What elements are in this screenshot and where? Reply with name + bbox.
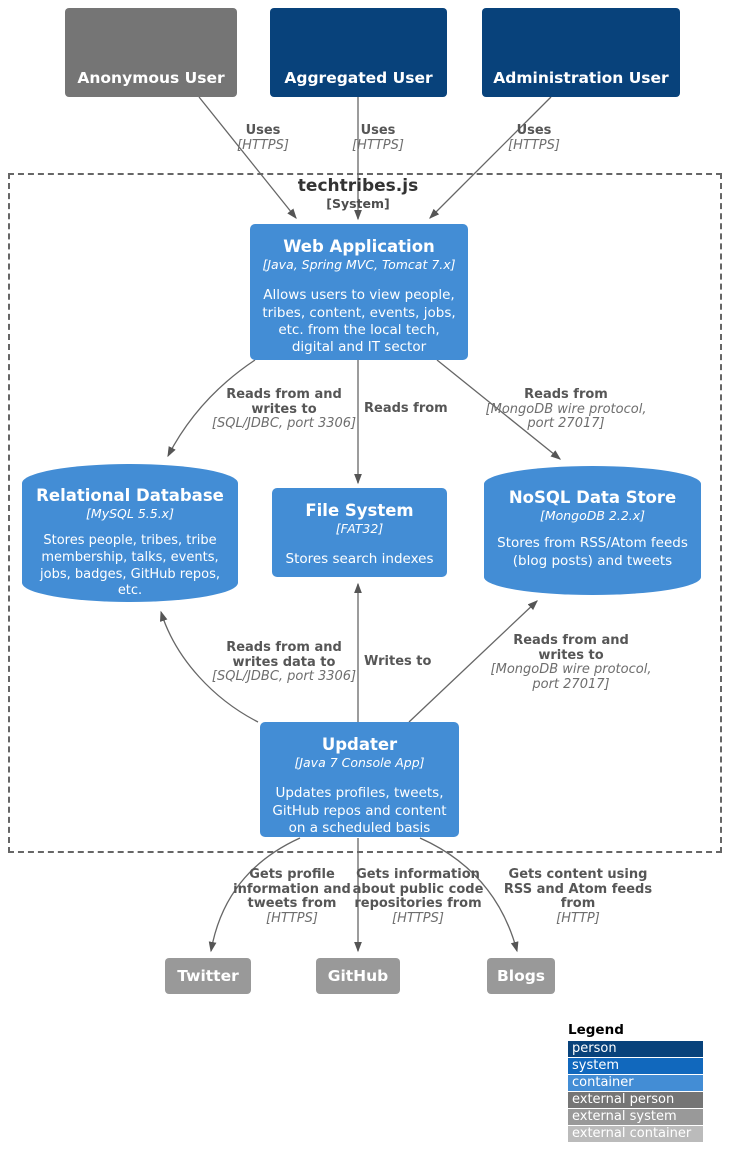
- legend-item-external-person: external person: [568, 1092, 703, 1108]
- container-tech: [Java 7 Console App]: [294, 754, 425, 770]
- container-title: Relational Database: [36, 486, 224, 505]
- person-aggregated-user: Aggregated User: [270, 8, 447, 97]
- external-system-label: Twitter: [177, 967, 239, 985]
- container-tech: [Java, Spring MVC, Tomcat 7.x]: [262, 256, 456, 272]
- person-label: Aggregated User: [284, 69, 433, 87]
- system-type: [System]: [326, 196, 390, 211]
- relationship-label-webapp-filesystem: Reads from: [364, 401, 448, 416]
- container-tech: [FAT32]: [335, 520, 384, 536]
- legend-item-external-container: external container: [568, 1126, 703, 1142]
- container-description: Stores from RSS/Atom feeds (blog posts) …: [497, 535, 688, 569]
- container-title: Updater: [321, 735, 398, 754]
- legend-item-system: system: [568, 1058, 703, 1074]
- relationship-label-uses-anonymous: Uses [HTTPS]: [237, 123, 289, 153]
- container-updater: Updater [Java 7 Console App] Updates pro…: [260, 722, 459, 837]
- person-label: Administration User: [493, 69, 669, 87]
- legend-title: Legend: [568, 1022, 624, 1038]
- container-title: NoSQL Data Store: [508, 488, 677, 507]
- person-administration-user: Administration User: [482, 8, 680, 97]
- relationship-label-updater-filesystem: Writes to: [364, 654, 432, 669]
- relationship-label-updater-nosql: Reads from and writes to [MongoDB wire p…: [490, 633, 652, 693]
- system-boundary-label: techtribes.js [System]: [258, 176, 458, 211]
- legend: Legend person system container external …: [568, 1022, 703, 1143]
- relationship-label-updater-github: Gets information about public code repos…: [352, 867, 484, 927]
- system-name: techtribes.js: [297, 176, 419, 196]
- person-anonymous-user: Anonymous User: [65, 8, 237, 97]
- relationship-label-updater-reldb: Reads from and writes data to [SQL/JDBC,…: [211, 640, 357, 685]
- relationship-label-webapp-nosql: Reads from [MongoDB wire protocol, port …: [485, 387, 647, 432]
- container-title: Web Application: [283, 237, 435, 256]
- legend-item-person: person: [568, 1041, 703, 1057]
- relationship-label-uses-aggregated: Uses [HTTPS]: [352, 123, 404, 153]
- external-system-github: GitHub: [316, 958, 400, 994]
- container-relational-database: Relational Database [MySQL 5.5.x] Stores…: [22, 464, 238, 602]
- container-file-system: File System [FAT32] Stores search indexe…: [272, 488, 447, 577]
- system-boundary: [8, 173, 722, 853]
- external-system-blogs: Blogs: [487, 958, 555, 994]
- relationship-label-updater-twitter: Gets profile information and tweets from…: [233, 867, 351, 927]
- external-system-label: GitHub: [327, 967, 389, 985]
- user-icon: [330, 22, 388, 72]
- container-description: Allows users to view people, tribes, con…: [262, 287, 456, 356]
- container-web-application: Web Application [Java, Spring MVC, Tomca…: [250, 224, 468, 360]
- legend-item-container: container: [568, 1075, 703, 1091]
- container-description: Updates profiles, tweets, GitHub repos a…: [272, 785, 447, 836]
- container-nosql-data-store: NoSQL Data Store [MongoDB 2.2.x] Stores …: [484, 466, 701, 595]
- relationship-label-webapp-reldb: Reads from and writes to [SQL/JDBC, port…: [211, 387, 357, 432]
- legend-item-external-system: external system: [568, 1109, 703, 1125]
- container-tech: [MySQL 5.5.x]: [86, 505, 174, 521]
- user-icon: [122, 22, 180, 72]
- relationship-label-uses-administration: Uses [HTTPS]: [508, 123, 560, 153]
- container-title: File System: [305, 501, 414, 520]
- person-label: Anonymous User: [77, 69, 225, 87]
- user-icon: [552, 22, 610, 72]
- container-description: Stores search indexes: [285, 551, 434, 568]
- external-system-twitter: Twitter: [165, 958, 251, 994]
- relationship-label-updater-blogs: Gets content using RSS and Atom feeds fr…: [503, 867, 653, 927]
- container-description: Stores people, tribes, tribe membership,…: [40, 533, 220, 599]
- container-tech: [MongoDB 2.2.x]: [539, 507, 646, 523]
- external-system-label: Blogs: [496, 967, 546, 985]
